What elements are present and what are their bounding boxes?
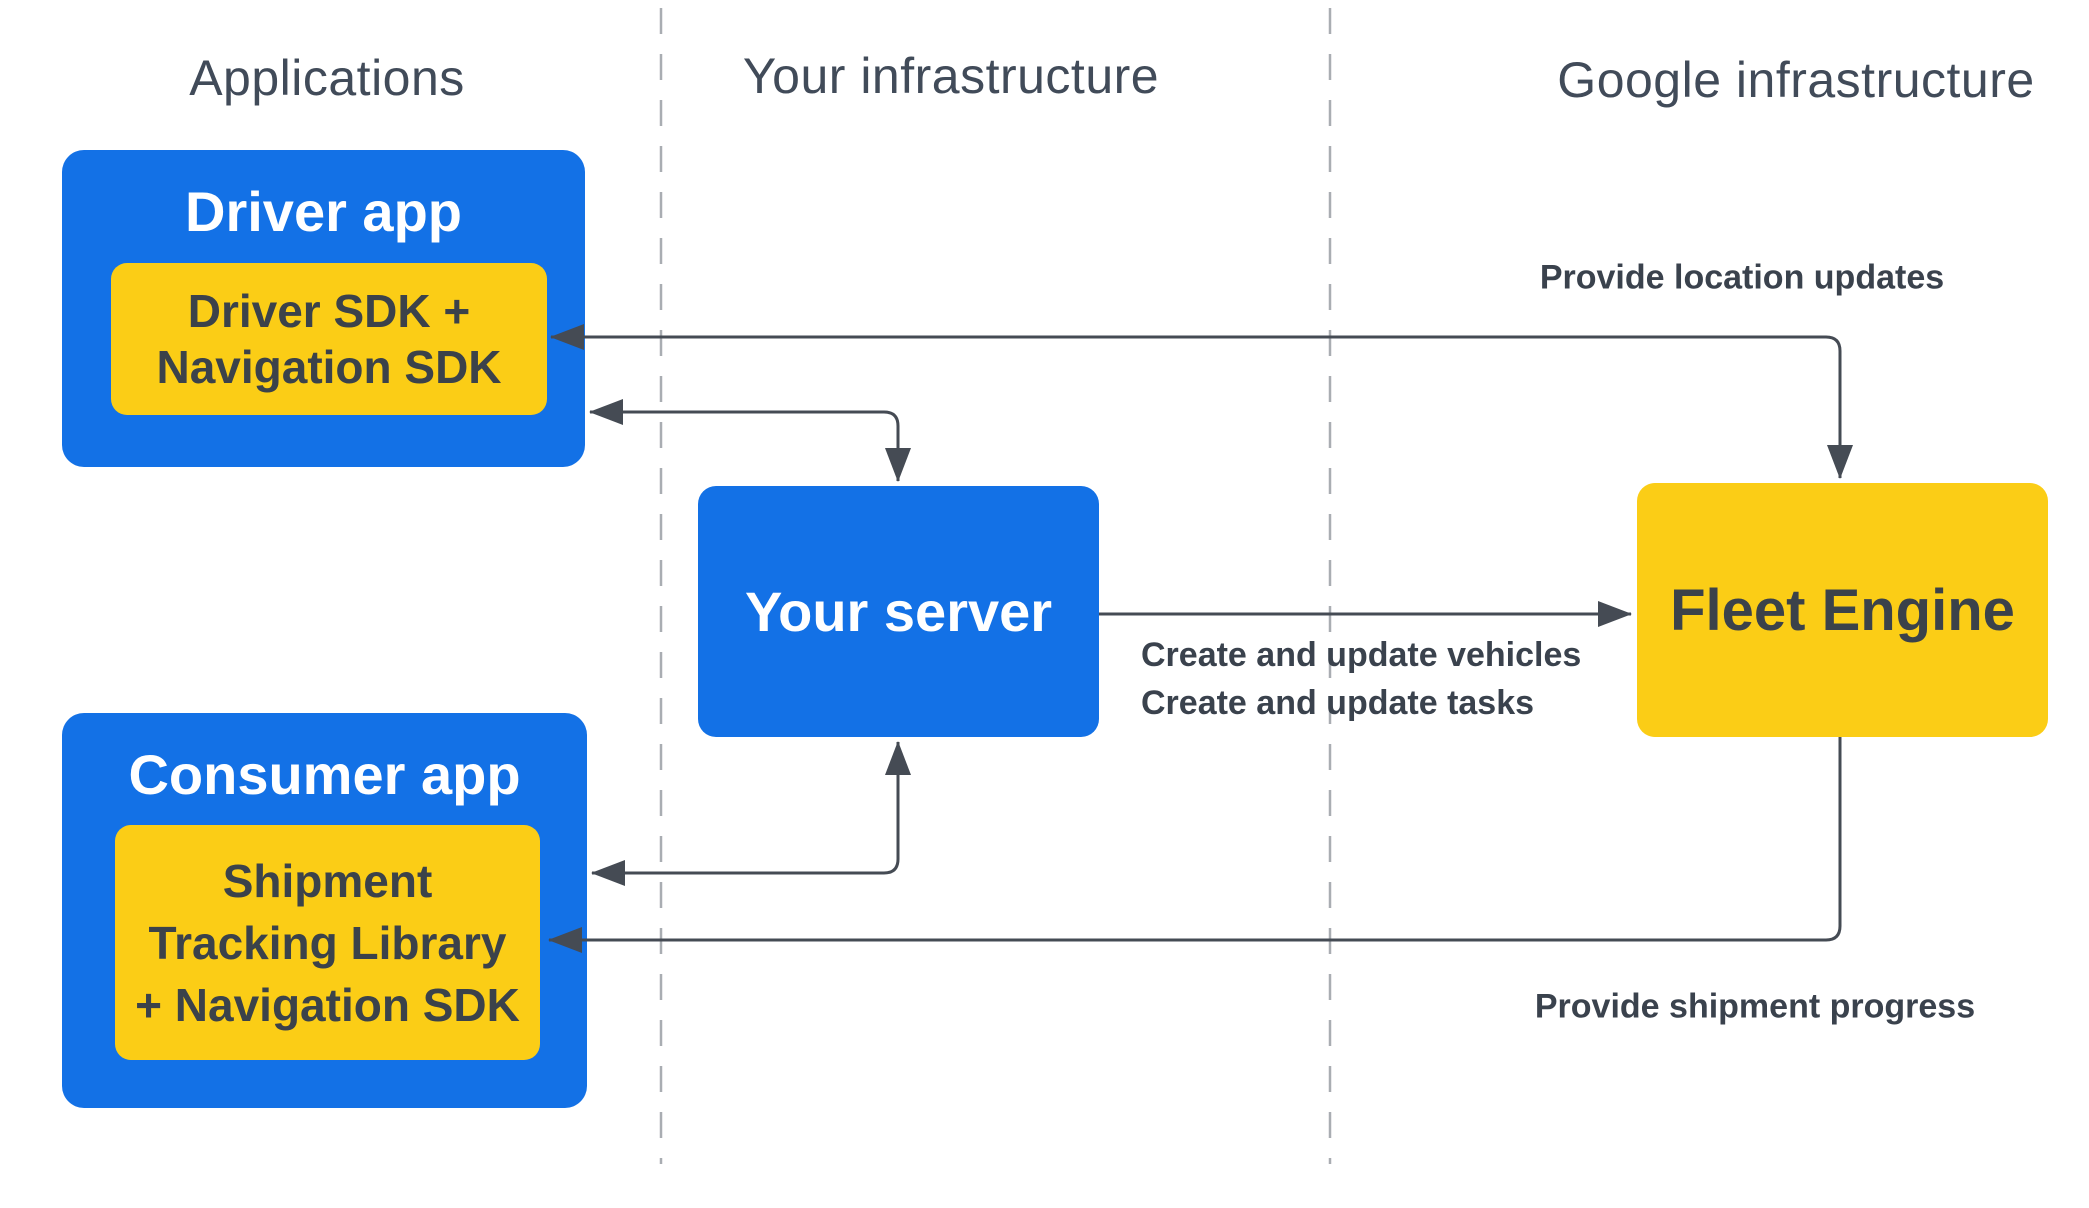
driver-app-title: Driver app xyxy=(185,180,462,243)
edge-label-create-update: Create and update vehicles Create and up… xyxy=(1141,631,1581,727)
edge-label-provide-shipment-progress: Provide shipment progress xyxy=(1534,987,1976,1026)
edge-label-create-update-vehicles: Create and update vehicles xyxy=(1141,636,1582,674)
driver-sdk-label: Driver SDK + Navigation SDK xyxy=(156,283,501,395)
your-server-node: Your server xyxy=(698,486,1099,737)
driver-sdk-line1: Driver SDK + xyxy=(187,285,471,337)
edge-label-provide-location-updates: Provide location updates xyxy=(1539,258,1945,297)
column-header-google-infrastructure: Google infrastructure xyxy=(1557,52,2035,108)
fleet-engine-title: Fleet Engine xyxy=(1670,577,2015,643)
shipment-line3: + Navigation SDK xyxy=(135,978,520,1031)
column-header-your-infrastructure: Your infrastructure xyxy=(742,48,1160,104)
column-header-applications: Applications xyxy=(189,50,465,106)
arrow-driver-app-your-server xyxy=(589,399,911,482)
shipment-line2: Tracking Library xyxy=(148,916,507,969)
driver-sdk-line2: Navigation SDK xyxy=(156,341,502,393)
fleet-engine-node: Fleet Engine xyxy=(1637,483,2048,737)
driver-sdk-node: Driver SDK + Navigation SDK xyxy=(111,263,547,415)
shipment-tracking-library-node: Shipment Tracking Library + Navigation S… xyxy=(115,825,540,1060)
edge-label-create-update-tasks: Create and update tasks xyxy=(1141,684,1535,722)
shipment-line1: Shipment xyxy=(222,854,433,907)
consumer-app-title: Consumer app xyxy=(128,743,521,806)
arrow-fleet-engine-shipment-library xyxy=(548,737,1842,953)
arrow-driver-sdk-fleet-engine xyxy=(550,324,1853,479)
arrow-your-server-consumer-app xyxy=(591,741,911,886)
your-server-title: Your server xyxy=(744,580,1053,643)
shipment-tracking-library-label: Shipment Tracking Library + Navigation S… xyxy=(135,850,520,1036)
